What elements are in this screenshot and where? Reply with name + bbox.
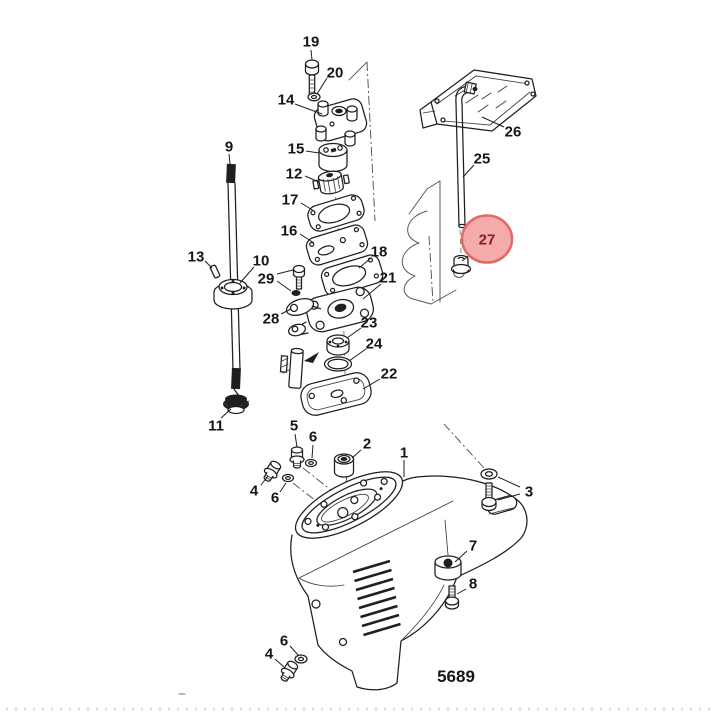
callout-15[interactable]: 15 (288, 141, 320, 158)
impeller-cup-15 (318, 142, 348, 173)
gasket-18 (320, 254, 384, 297)
svg-text:4: 4 (265, 646, 274, 663)
svg-text:17: 17 (282, 192, 299, 209)
drive-key (279, 347, 319, 389)
drawing-number: 5689 (437, 667, 475, 686)
svg-text:24: 24 (366, 336, 383, 353)
callout-5[interactable]: 5 (290, 418, 298, 448)
callout-13[interactable]: 13 (188, 249, 213, 269)
bolt-8 (444, 585, 460, 610)
callout-17[interactable]: 17 (282, 192, 315, 212)
callout-24[interactable]: 24 (348, 336, 383, 362)
svg-text:23: 23 (361, 315, 378, 332)
callout-16[interactable]: 16 (281, 223, 315, 244)
washer-6-lower (294, 654, 308, 664)
callout-28[interactable]: 28 (263, 308, 292, 328)
svg-text:20: 20 (327, 65, 344, 82)
svg-text:29: 29 (258, 271, 275, 288)
svg-text:25: 25 (474, 151, 491, 168)
svg-text:14: 14 (278, 92, 295, 109)
washer-6-mid (281, 473, 295, 483)
callout-4[interactable]: 4 (265, 646, 285, 668)
callout-12[interactable]: 12 (286, 166, 320, 183)
adapter-plate-26 (419, 69, 537, 132)
callout-6[interactable]: 6 (280, 633, 300, 657)
callout-7[interactable]: 7 (454, 538, 477, 563)
callout-22[interactable]: 22 (362, 366, 398, 390)
svg-text:15: 15 (288, 141, 305, 158)
water-tube-25 (455, 81, 478, 229)
water-tube-grommet-27 (450, 254, 472, 275)
svg-text:2: 2 (363, 436, 371, 453)
callout-4[interactable]: 4 (250, 475, 269, 500)
gearcase-flange (294, 471, 404, 539)
callout-1[interactable]: 1 (400, 445, 408, 478)
svg-text:10: 10 (253, 253, 270, 270)
callout-14[interactable]: 14 (278, 92, 323, 115)
svg-text:5: 5 (290, 418, 298, 435)
callout-23[interactable]: 23 (346, 315, 378, 339)
svg-text:9: 9 (225, 139, 233, 156)
washer-6-upper (304, 458, 318, 468)
fasteners-29 (291, 264, 306, 296)
midsection-outline (401, 180, 465, 305)
svg-text:13: 13 (188, 249, 205, 266)
callout-20[interactable]: 20 (316, 65, 344, 95)
svg-text:27: 27 (479, 232, 496, 249)
svg-text:8: 8 (469, 576, 477, 593)
washer-20 (307, 92, 321, 102)
callout-26[interactable]: 26 (481, 116, 522, 141)
screw-5 (289, 446, 305, 469)
mount-grommet-7 (434, 555, 462, 581)
bearing-23 (326, 334, 350, 356)
bearing-10 (213, 278, 253, 310)
callout-29[interactable]: 29 (258, 269, 294, 292)
highlight-circle (460, 214, 514, 264)
pinion-gear-11 (223, 394, 250, 415)
callout-6[interactable]: 6 (271, 482, 287, 507)
gasket-17 (307, 194, 365, 232)
callout-6[interactable]: 6 (309, 429, 317, 459)
svg-text:26: 26 (505, 124, 522, 141)
drive-shaft-9 (226, 163, 241, 397)
wear-plate-16 (305, 224, 369, 266)
callout-18[interactable]: 18 (358, 244, 388, 269)
callout-19[interactable]: 19 (303, 34, 320, 61)
svg-text:4: 4 (250, 483, 259, 500)
callout-25[interactable]: 25 (462, 151, 491, 178)
o-ring-24 (323, 356, 353, 372)
svg-text:16: 16 (281, 223, 298, 240)
svg-text:18: 18 (371, 244, 388, 261)
gasket-plate-22 (300, 372, 372, 416)
svg-text:28: 28 (263, 311, 280, 328)
svg-text:12: 12 (286, 166, 303, 183)
svg-text:6: 6 (309, 429, 317, 446)
screw-4-upper (263, 460, 282, 482)
svg-text:11: 11 (208, 418, 224, 435)
callout-3[interactable]: 3 (497, 476, 533, 501)
callout-11[interactable]: 11 (208, 408, 232, 435)
bolt-19 (304, 59, 320, 95)
bushing-2 (333, 453, 355, 478)
callout-8[interactable]: 8 (456, 576, 477, 595)
svg-text:6: 6 (271, 490, 279, 507)
washer-bolt-3 (480, 468, 498, 512)
callout-21[interactable]: 21 (362, 270, 397, 300)
svg-text:3: 3 (525, 484, 533, 501)
screw-4-lower (280, 660, 299, 682)
impeller-12 (312, 170, 350, 195)
callout-2[interactable]: 2 (351, 436, 371, 459)
svg-text:22: 22 (381, 366, 398, 383)
callout-27-highlighted[interactable]: 27 (460, 214, 514, 264)
svg-text:1: 1 (400, 445, 408, 462)
svg-text:6: 6 (280, 633, 288, 650)
water-pump-housing-14 (313, 98, 368, 147)
svg-text:21: 21 (380, 270, 397, 287)
svg-text:7: 7 (469, 538, 477, 555)
callout-9[interactable]: 9 (225, 139, 233, 165)
svg-text:19: 19 (303, 34, 320, 51)
callout-10[interactable]: 10 (239, 253, 270, 284)
